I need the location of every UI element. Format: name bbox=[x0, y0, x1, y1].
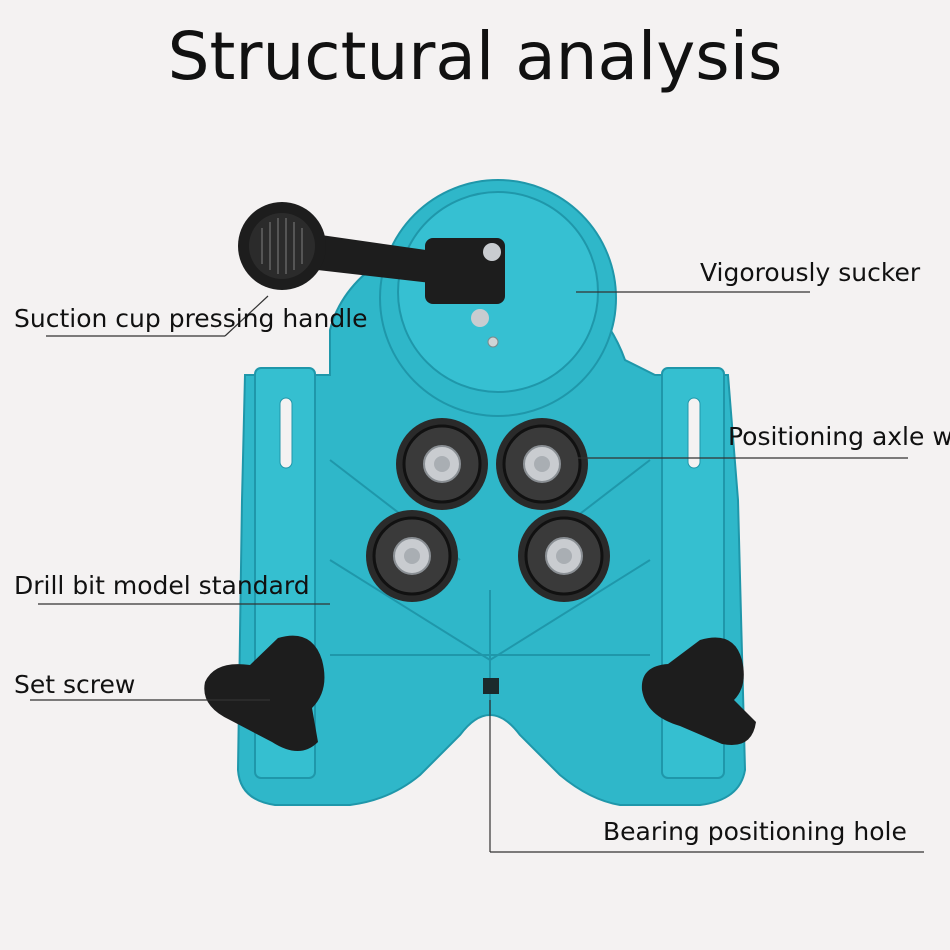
label-drill-bit-model-standard: Drill bit model standard bbox=[14, 571, 310, 600]
label-positioning-axle: Positioning axle w bbox=[728, 422, 950, 451]
label-suction-cup-pressing-handle: Suction cup pressing handle bbox=[14, 304, 368, 333]
label-vigorously-sucker: Vigorously sucker bbox=[700, 258, 921, 287]
label-set-screw: Set screw bbox=[14, 670, 136, 699]
page-title: Structural analysis bbox=[167, 18, 783, 95]
knob-icon bbox=[204, 635, 756, 751]
leader-lines bbox=[30, 291, 924, 853]
bearing-icon bbox=[366, 418, 610, 602]
label-bearing-positioning-hole: Bearing positioning hole bbox=[603, 817, 907, 846]
handle-icon bbox=[238, 202, 505, 327]
